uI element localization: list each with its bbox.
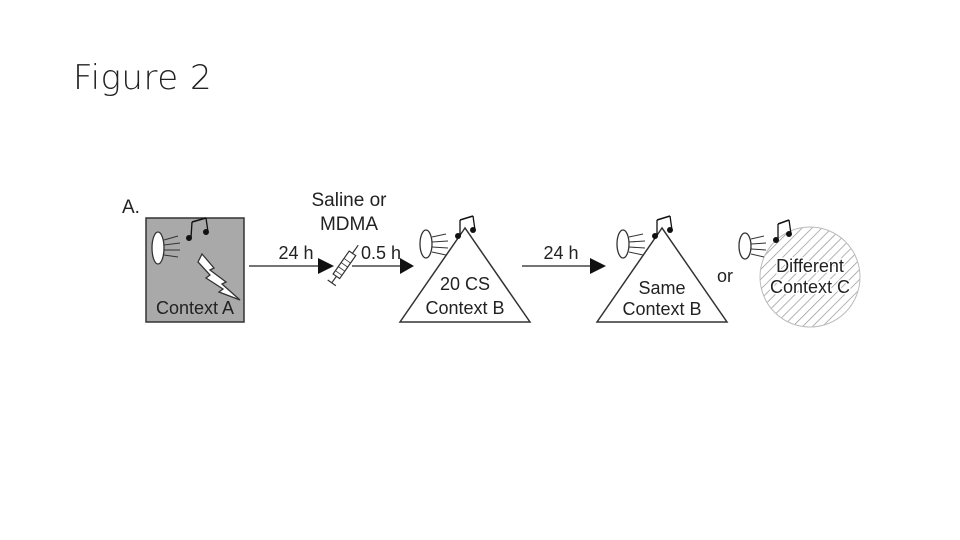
same-context-b: Same Context B <box>597 216 727 322</box>
context-b: 20 CS Context B <box>400 216 530 322</box>
context-a: Context A <box>146 218 244 322</box>
speaker-icon <box>617 230 645 258</box>
different-label: Different <box>776 256 844 276</box>
step1-time-label: 24 h <box>278 243 313 263</box>
speaker-icon <box>739 233 766 259</box>
context-b-label: Context B <box>425 298 504 318</box>
treatment-label-line2: MDMA <box>320 214 378 235</box>
panel-label: A. <box>122 197 140 218</box>
speaker-icon <box>420 230 448 258</box>
context-a-label: Context A <box>156 298 234 318</box>
syringe-icon <box>328 242 363 285</box>
treatment-label-line1: Saline or <box>312 190 388 211</box>
arrowhead-step1 <box>318 258 334 274</box>
same-context-b-label: Context B <box>622 299 701 319</box>
arrowhead-step3 <box>590 258 606 274</box>
same-label: Same <box>638 278 685 298</box>
or-label: or <box>717 266 733 286</box>
arrowhead-step2 <box>400 258 414 274</box>
step3-time-label: 24 h <box>543 243 578 263</box>
context-c-label: Context C <box>770 277 850 297</box>
different-context-c: Different Context C <box>739 220 860 327</box>
step2-time-label: 0.5 h <box>361 243 401 263</box>
cs-label: 20 CS <box>440 274 490 294</box>
